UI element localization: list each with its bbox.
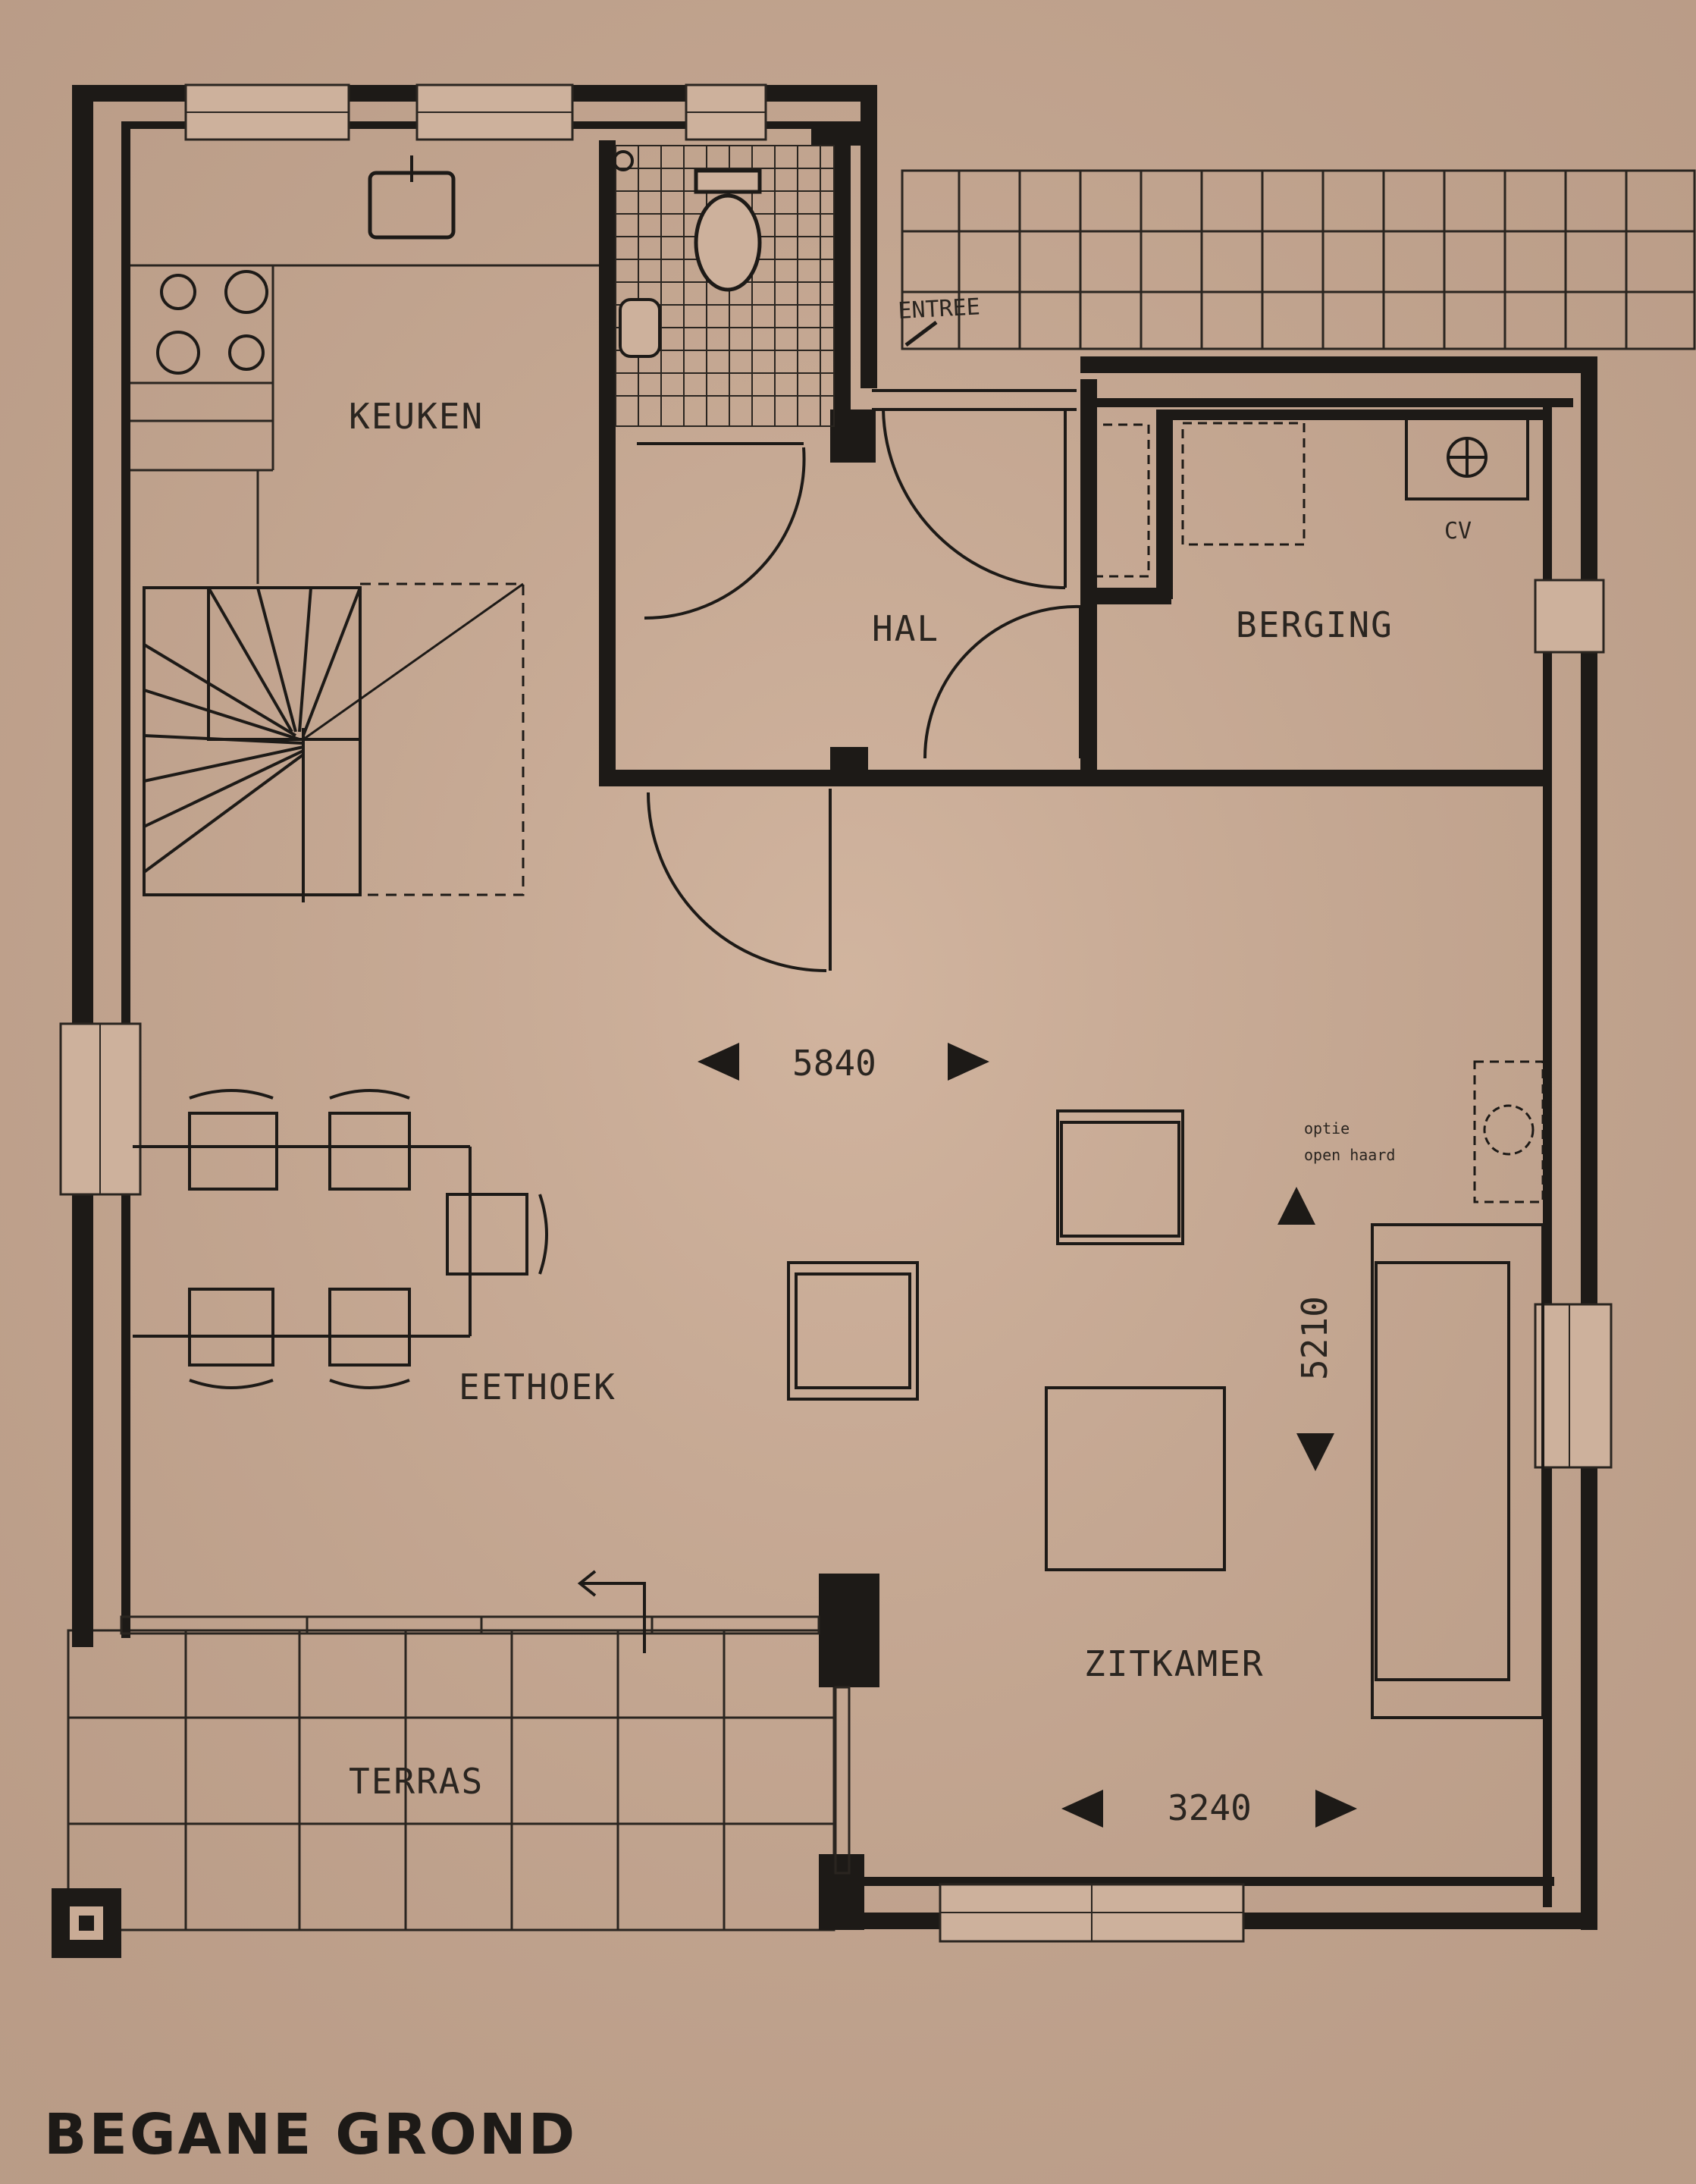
post-inner-2 [79, 1916, 94, 1931]
dimension-arrows [698, 1043, 1357, 1828]
fireplace-label-2: open haard [1304, 1146, 1395, 1164]
room-label-eethoek: EETHOEK [459, 1367, 616, 1407]
dimension-height-right: 5210 [1294, 1296, 1335, 1380]
toilet-bowl [694, 193, 762, 292]
dining-table-set [133, 1089, 548, 1389]
terrace-glazing [120, 1615, 851, 1875]
terrace-door-arrow [580, 1582, 646, 1653]
cv-unit [1405, 414, 1529, 500]
fireplace-label-1: optie [1304, 1119, 1350, 1138]
plan-title: BEGANE GROND [44, 2102, 577, 2167]
toilet-tank [694, 168, 762, 194]
berging-closets [1086, 422, 1306, 578]
toilet-drain [613, 150, 634, 171]
room-label-hal: HAL [872, 608, 939, 649]
stove-burners [156, 270, 268, 375]
dimension-width-bottom: 3240 [1168, 1787, 1252, 1828]
terrace-door-arrowhead [577, 1570, 597, 1597]
living-furniture [787, 1060, 1544, 1719]
entrance-paving [901, 169, 1696, 350]
kitchen-counter [130, 264, 599, 584]
doors [637, 389, 1082, 972]
terrace-paving [67, 1629, 835, 1931]
staircase [143, 586, 362, 902]
entree-label: ENTREE [898, 293, 981, 325]
room-label-terras: TERRAS [349, 1761, 484, 1802]
toilet-sink [619, 298, 661, 358]
window-glass-lines [99, 111, 1570, 1941]
entree-arrow [904, 321, 938, 347]
cv-label: CV [1444, 518, 1472, 544]
room-label-keuken: KEUKEN [349, 396, 484, 437]
interior-walls [599, 129, 1550, 786]
room-label-berging: BERGING [1236, 604, 1393, 645]
stair-void-diagonal [303, 582, 524, 741]
room-label-zitkamer: ZITKAMER [1084, 1643, 1265, 1684]
stair-void-dashed [144, 582, 525, 896]
dimension-width-top: 5840 [792, 1043, 876, 1084]
